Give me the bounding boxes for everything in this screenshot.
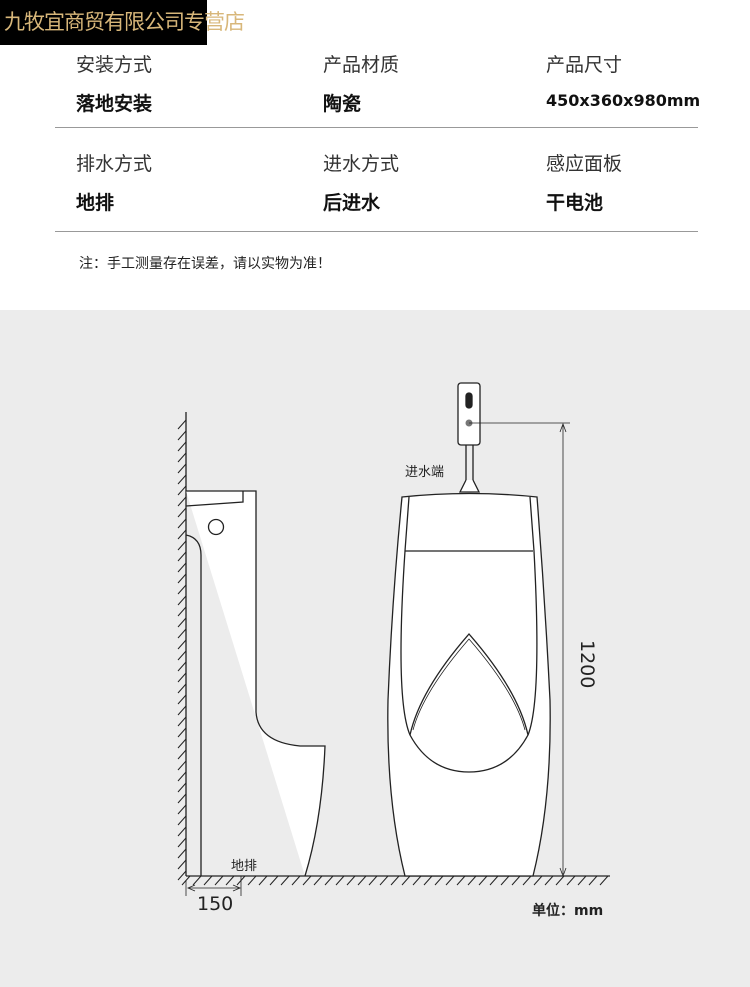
spec-sensor: 感应面板干电池 bbox=[546, 149, 622, 215]
side-view-inner bbox=[185, 534, 202, 876]
front-view-edges bbox=[404, 496, 535, 552]
side-view-inlet-hole bbox=[207, 518, 225, 536]
shop-banner: 九牧宜商贸有限公司专营店 bbox=[0, 0, 245, 45]
wall-floor-hatching bbox=[177, 419, 609, 886]
spec-drain: 排水方式地排 bbox=[76, 149, 152, 215]
divider bbox=[55, 127, 698, 128]
spec-label: 感应面板 bbox=[546, 153, 623, 175]
inlet-label: 进水端 bbox=[405, 465, 445, 480]
diagram-panel bbox=[0, 310, 750, 987]
drop-outline-inner bbox=[412, 638, 526, 731]
spec-label: 产品材质 bbox=[323, 54, 400, 76]
spec-value: 450x360x980mm bbox=[546, 91, 701, 110]
spec-value: 陶瓷 bbox=[323, 93, 362, 115]
spec-value: 落地安装 bbox=[76, 93, 153, 115]
side-view-top bbox=[185, 491, 244, 507]
spec-inlet: 进水方式后进水 bbox=[323, 149, 399, 215]
divider bbox=[55, 231, 698, 232]
pipe-flange bbox=[458, 479, 481, 493]
spec-label: 排水方式 bbox=[76, 153, 153, 175]
dim-arrows bbox=[559, 422, 567, 878]
front-view-urinal bbox=[387, 492, 551, 877]
side-view-urinal bbox=[186, 490, 326, 877]
drop-outline-outer bbox=[409, 633, 529, 736]
measurement-note: 注：手工测量存在误差，请以实物为准！ bbox=[79, 256, 331, 272]
sensor-body bbox=[457, 382, 481, 446]
spec-value: 地排 bbox=[76, 192, 115, 214]
basin-outline bbox=[400, 550, 538, 773]
sensor-window bbox=[465, 392, 473, 409]
spec-size: 产品尺寸 450x360x980mm bbox=[546, 50, 700, 110]
spec-install: 安装方式落地安装 bbox=[76, 50, 152, 116]
offset-dimension: 150 bbox=[197, 893, 234, 915]
spec-value: 后进水 bbox=[323, 192, 381, 214]
drain-label: 地排 bbox=[231, 859, 258, 874]
spec-label: 进水方式 bbox=[323, 153, 400, 175]
height-dimension: 1200 bbox=[576, 640, 598, 689]
spec-value: 干电池 bbox=[546, 192, 604, 214]
spec-label: 产品尺寸 bbox=[546, 54, 623, 76]
unit-label: 单位：mm bbox=[532, 903, 604, 919]
spec-label: 安装方式 bbox=[76, 54, 153, 76]
spec-material: 产品材质陶瓷 bbox=[323, 50, 399, 116]
